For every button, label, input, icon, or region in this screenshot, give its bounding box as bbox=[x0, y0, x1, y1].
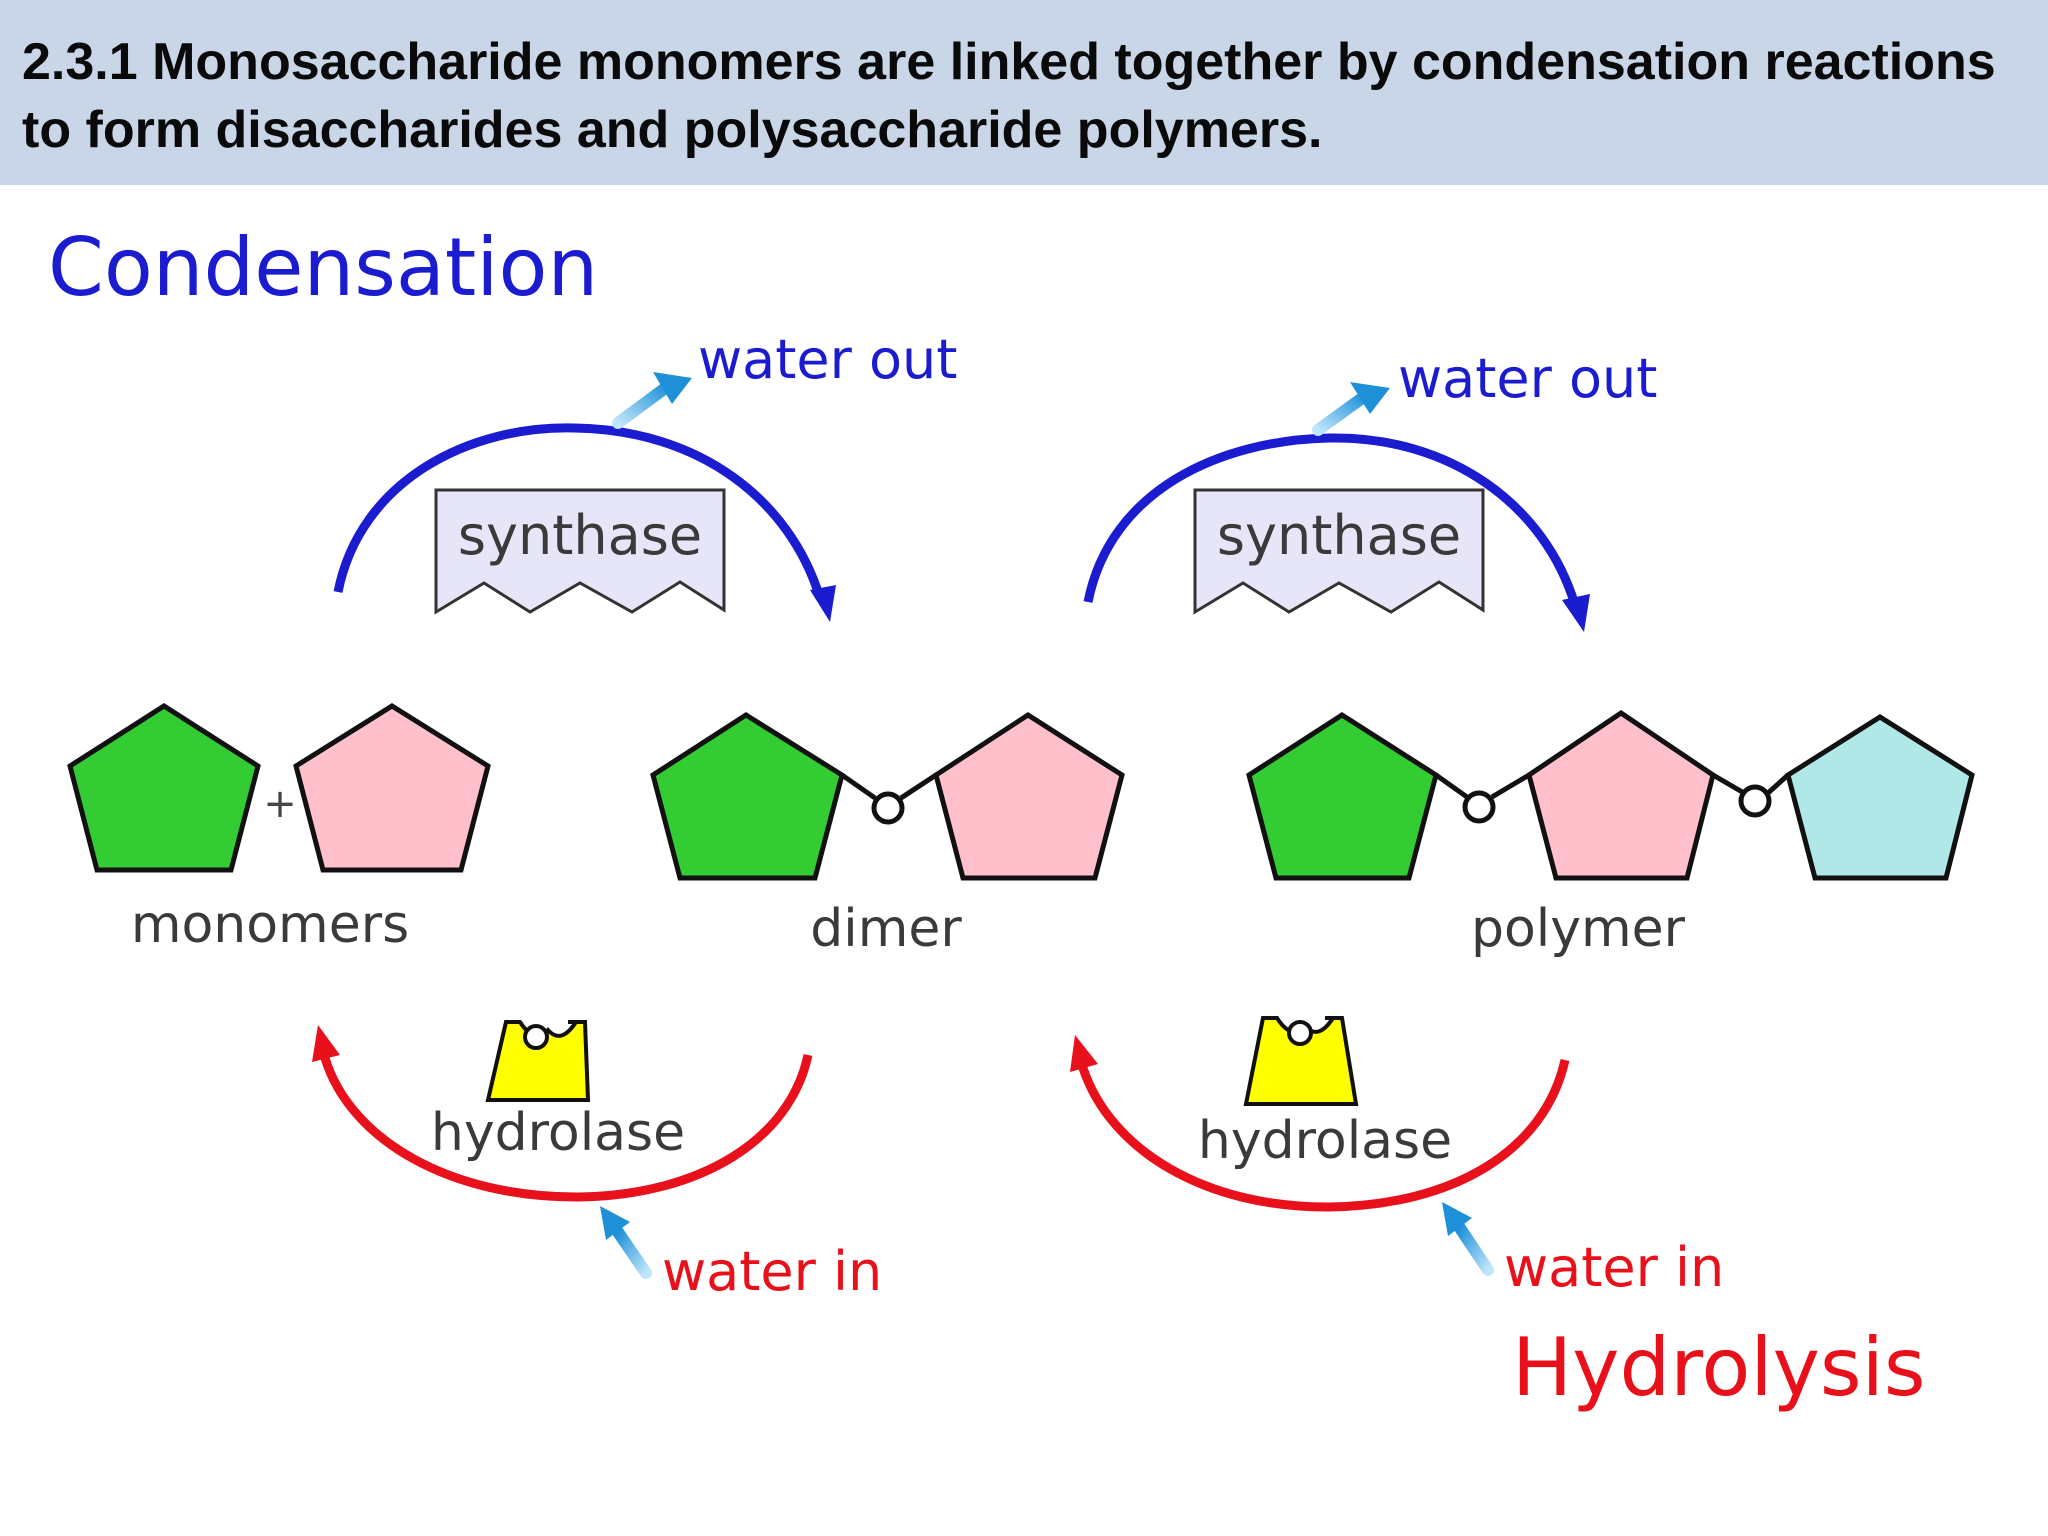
condensation-arrow-left bbox=[333, 423, 836, 622]
glycosidic-bond bbox=[871, 791, 905, 825]
water-out-arrow-left bbox=[612, 372, 692, 429]
synthase-enzyme-left: synthase bbox=[434, 488, 726, 615]
plus-sign: + bbox=[263, 781, 297, 827]
slide-header: 2.3.1 Monosaccharide monomers are linked… bbox=[0, 0, 2048, 185]
synthase-enzyme-right: synthase bbox=[1193, 488, 1485, 615]
polymer-label: polymer bbox=[1471, 899, 1686, 959]
polymer bbox=[1246, 709, 1975, 881]
water-out-label-right: water out bbox=[1398, 347, 1657, 410]
dimer bbox=[650, 712, 1125, 881]
hydrolysis-title: Hydrolysis bbox=[1512, 1321, 1926, 1414]
hydrolase-enzyme-left bbox=[485, 1020, 591, 1102]
hydrolysis-arrow-right bbox=[1070, 1035, 1570, 1212]
water-in-arrow-left bbox=[600, 1206, 652, 1279]
monomer-green bbox=[67, 703, 261, 873]
synthase-label-right: synthase bbox=[1217, 504, 1461, 567]
hydrolysis-arrow-left bbox=[312, 1025, 813, 1202]
monomers-label: monomers bbox=[131, 895, 409, 955]
water-in-label-left: water in bbox=[662, 1240, 882, 1303]
dimer-label: dimer bbox=[810, 899, 962, 959]
hydrolase-enzyme-right bbox=[1243, 1016, 1359, 1106]
water-in-label-right: water in bbox=[1504, 1236, 1724, 1299]
monomer-pink bbox=[293, 703, 491, 873]
water-in-arrow-right bbox=[1442, 1202, 1494, 1276]
water-out-label-left: water out bbox=[698, 328, 957, 391]
glycosidic-bond bbox=[1738, 784, 1772, 818]
condensation-title: Condensation bbox=[48, 221, 598, 314]
hydrolase-label-left: hydrolase bbox=[431, 1103, 685, 1163]
glycosidic-bond bbox=[1462, 790, 1496, 824]
water-out-arrow-right bbox=[1312, 382, 1390, 436]
synthase-label-left: synthase bbox=[458, 504, 702, 567]
hydrolase-label-right: hydrolase bbox=[1198, 1111, 1452, 1171]
condensation-arrow-right bbox=[1083, 433, 1590, 632]
slide-title: 2.3.1 Monosaccharide monomers are linked… bbox=[22, 33, 1996, 159]
